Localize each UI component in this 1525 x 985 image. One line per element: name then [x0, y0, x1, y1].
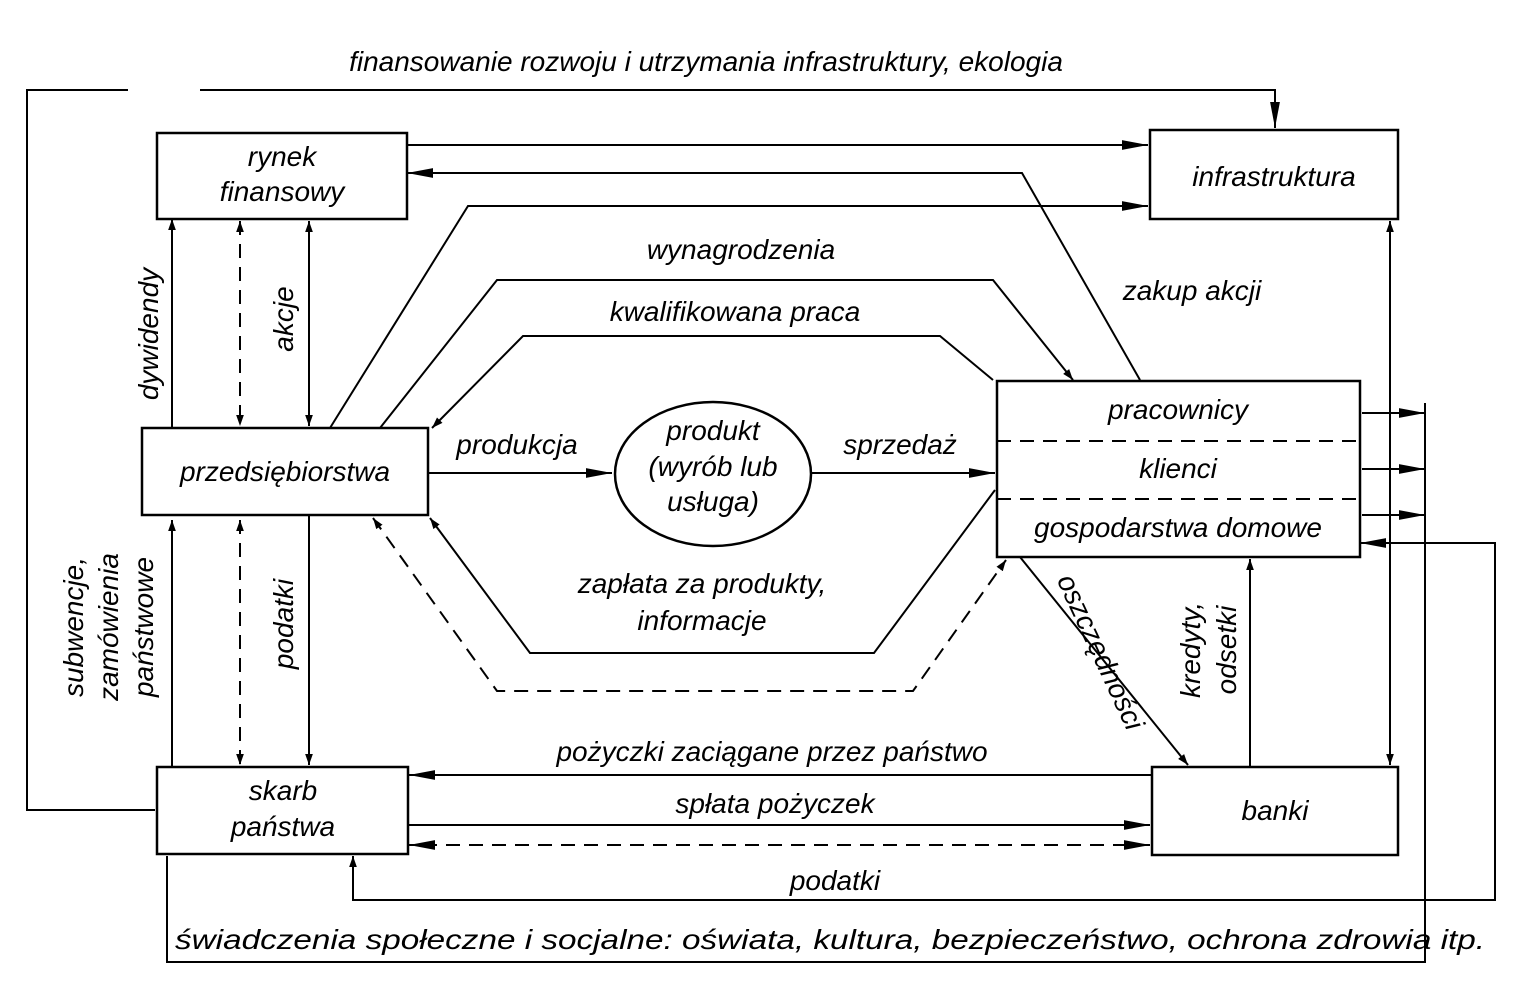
produkt-label-3: usługa): [667, 486, 759, 517]
subwencje-label-2: zamówienia: [93, 553, 124, 702]
kwalifikowana-praca-label: kwalifikowana praca: [610, 296, 861, 327]
skarb-label-2: państwa: [230, 811, 335, 842]
finansowanie-label: finansowanie rozwoju i utrzymania infras…: [349, 46, 1063, 77]
pracownicy-label: pracownicy: [1107, 394, 1250, 425]
gospodarstwa-label: gospodarstwa domowe: [1034, 512, 1322, 543]
zaplata-label-1: zapłata za produkty,: [577, 568, 827, 599]
swiadczenia-line: [166, 403, 1426, 963]
produkcja-label: produkcja: [455, 429, 577, 460]
node-banki: banki: [1150, 765, 1400, 857]
wynagrodzenia-label: wynagrodzenia: [647, 234, 835, 265]
node-przedsiebiorstwa: przedsiębiorstwa: [140, 426, 430, 517]
pozyczki-label: pożyczki zaciągane przez państwo: [555, 736, 987, 767]
produkt-label-2: (wyrób lub: [648, 451, 777, 482]
klienci-label: klienci: [1139, 453, 1218, 484]
oszczednosci-label: oszczędności: [1051, 569, 1150, 735]
node-produkt: produkt (wyrób lub usługa): [613, 400, 813, 548]
node-skarb-panstwa: skarb państwa: [155, 765, 410, 856]
infrastruktura-label: infrastruktura: [1192, 161, 1355, 192]
kwalifikowana-praca-arrow: [431, 335, 994, 429]
wynagrodzenia-arrow: [379, 279, 1074, 429]
zakup-akcji-label: zakup akcji: [1122, 275, 1262, 306]
sprzedaz-label: sprzedaż: [843, 429, 957, 460]
node-households: pracownicy klienci gospodarstwa domowe: [995, 379, 1362, 559]
dywidendy-label: dywidendy: [133, 266, 164, 400]
node-infrastruktura: infrastruktura: [1148, 128, 1400, 221]
skarb-label-1: skarb: [249, 775, 317, 806]
rynek-label-1: rynek: [248, 141, 318, 172]
akcje-label: akcje: [268, 286, 299, 351]
rynek-label-2: finansowy: [220, 176, 347, 207]
podatki-bottom-arrow: [349, 538, 1496, 901]
przedsiebiorstwa-to-infrastruktura-arrow: [329, 201, 1148, 429]
zakup-akcji-arrow: [407, 168, 1141, 381]
przedsiebiorstwa-label: przedsiębiorstwa: [179, 456, 390, 487]
finansowanie-flow-line: [26, 89, 1275, 811]
splata-label: spłata pożyczek: [675, 788, 876, 819]
zaplata-label-2: informacje: [637, 605, 766, 636]
banki-label: banki: [1242, 795, 1310, 826]
kredyty-label-2: odsetki: [1211, 605, 1242, 694]
podatki-bottom-label: podatki: [789, 865, 881, 896]
podatki-left-label: podatki: [268, 578, 299, 670]
node-rynek-finansowy: rynek finansowy: [155, 131, 409, 221]
produkt-label-1: produkt: [665, 415, 761, 446]
subwencje-label-1: subwencje,: [58, 557, 89, 697]
kredyty-label-1: kredyty,: [1175, 602, 1206, 698]
swiadczenia-label: świadczenia społeczne i socjalne: oświat…: [175, 924, 1485, 955]
subwencje-label-3: państwowe: [128, 557, 159, 698]
